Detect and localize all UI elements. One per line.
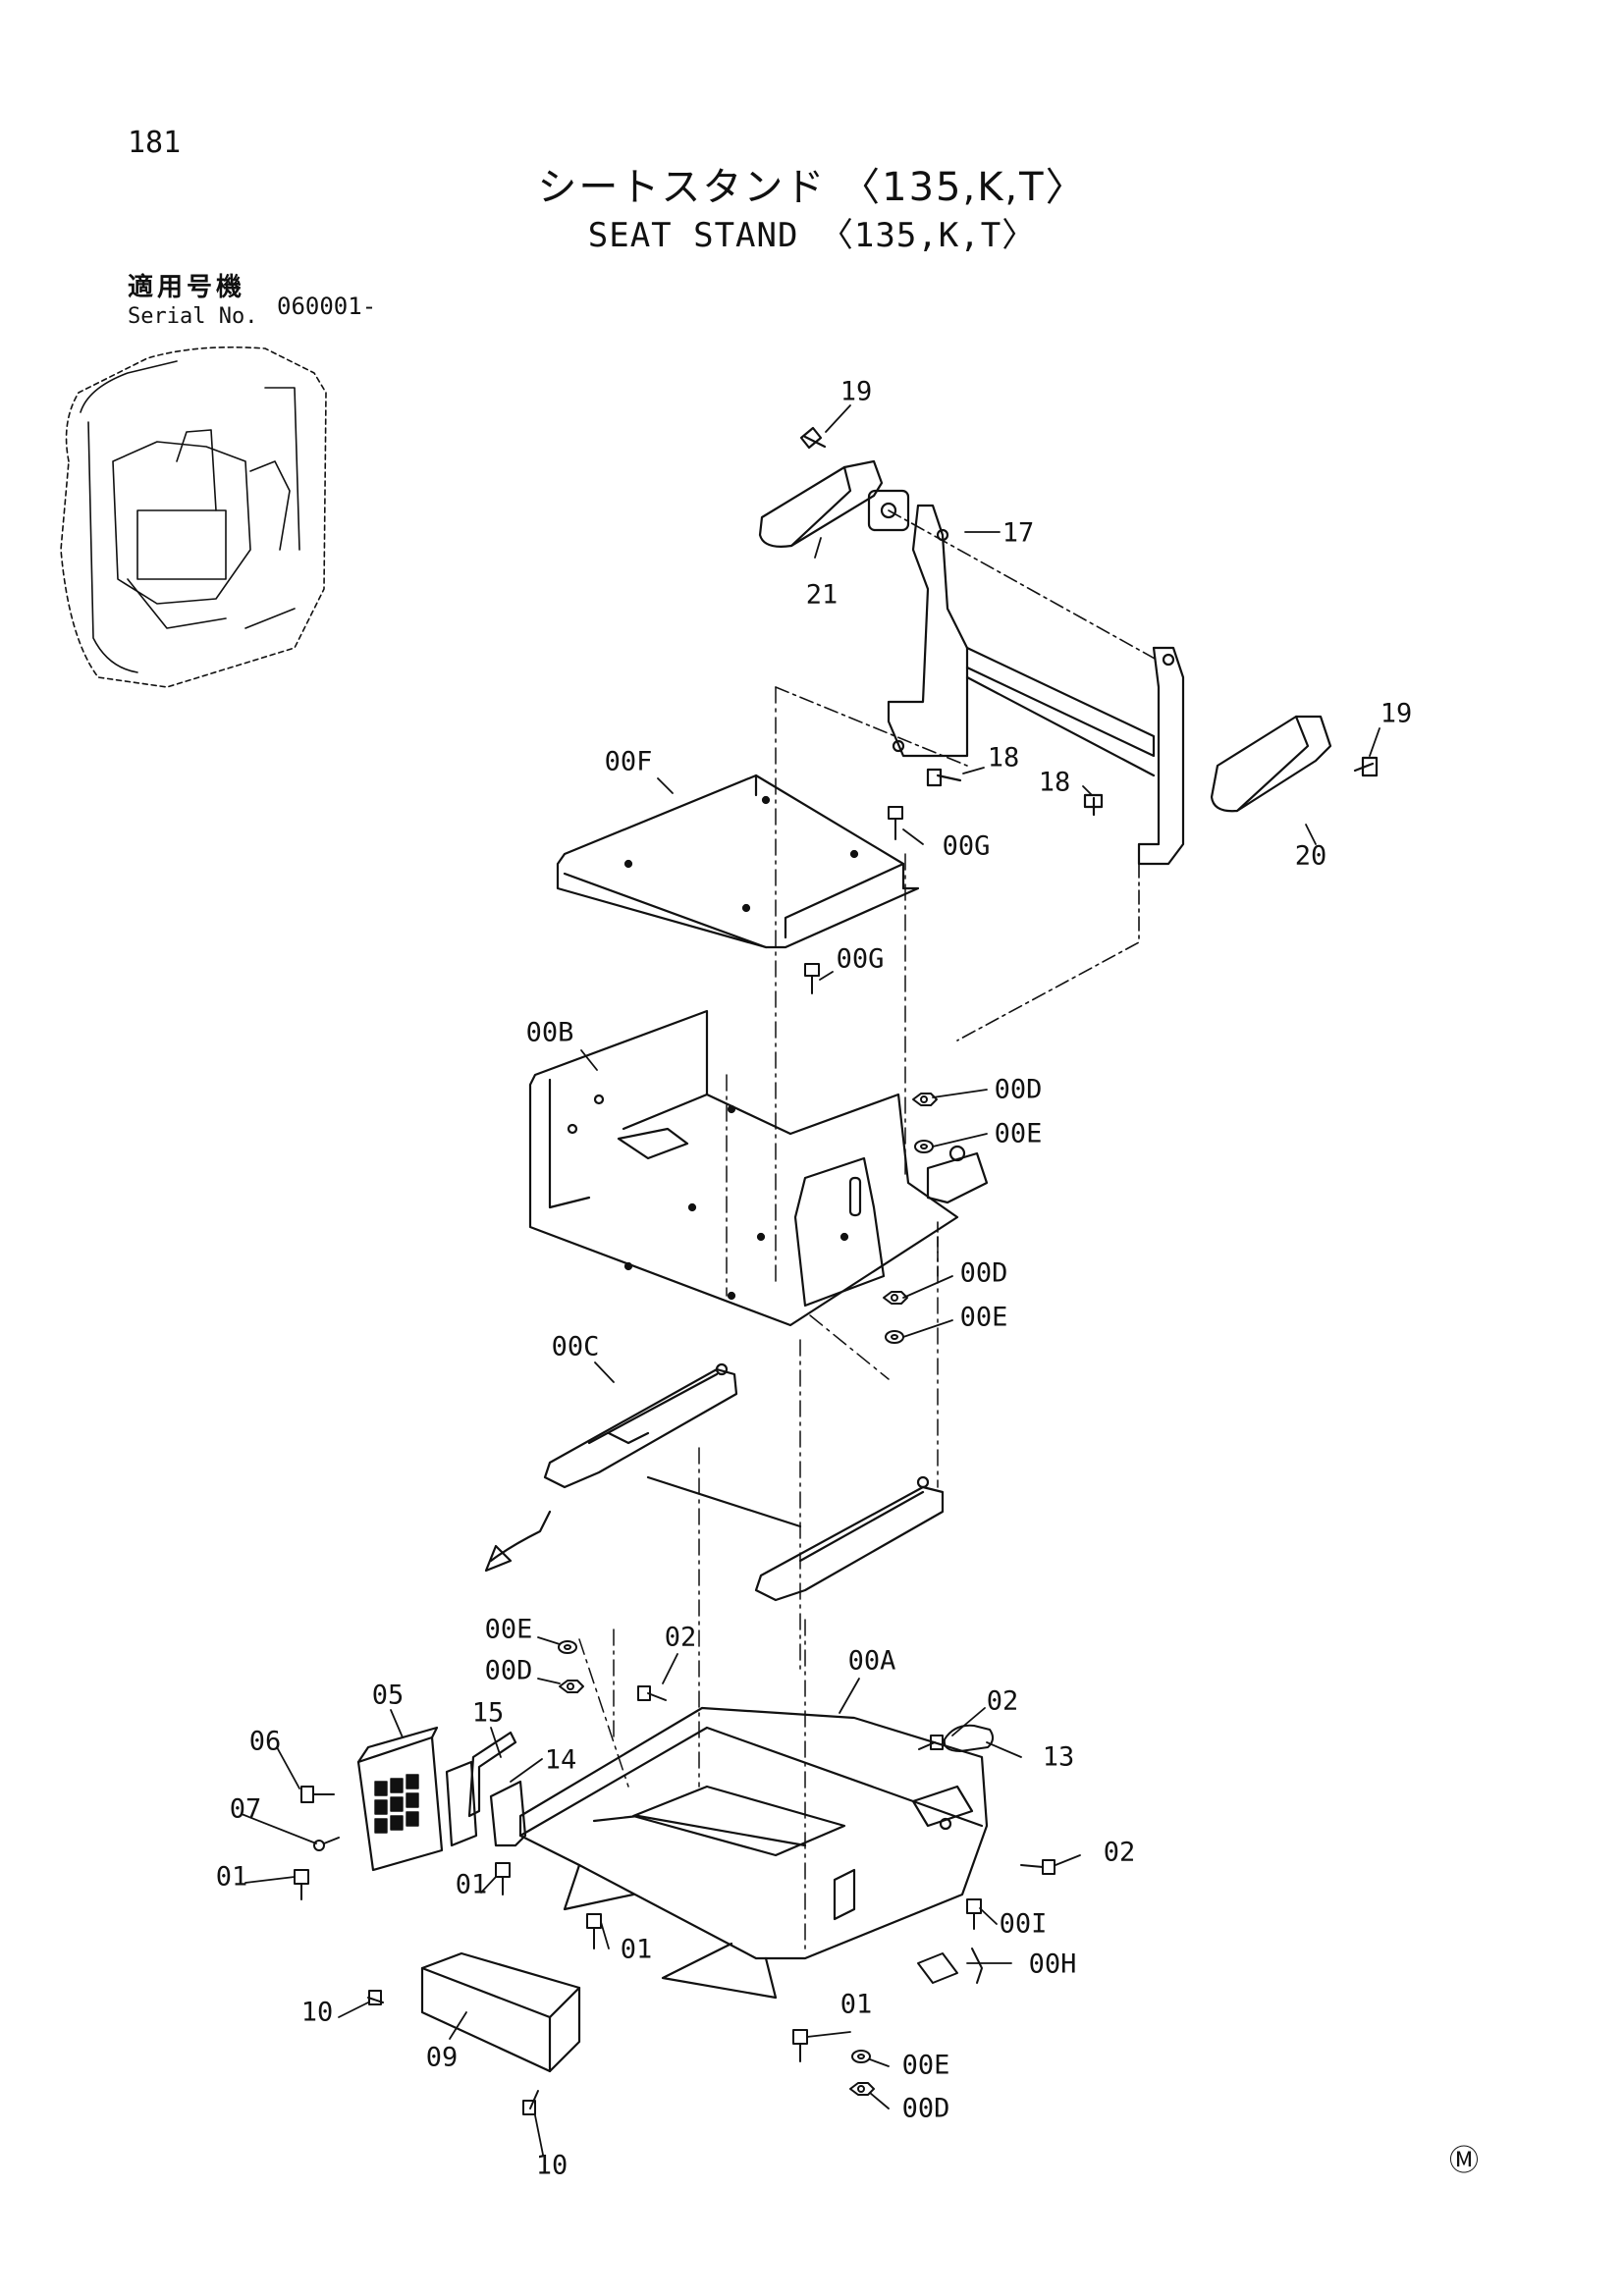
callout-14: 14 bbox=[544, 1744, 577, 1776]
brackets-14-15 bbox=[467, 1731, 527, 1847]
callout-01-4: 01 bbox=[839, 1989, 873, 2020]
base-00A bbox=[518, 1706, 989, 2000]
callout-00D-1: 00D bbox=[994, 1074, 1043, 1105]
serial-label-en: Serial No. bbox=[128, 304, 258, 329]
callout-00E-3: 00E bbox=[484, 1614, 533, 1645]
callout-21: 21 bbox=[805, 579, 839, 611]
callout-17: 17 bbox=[1001, 517, 1035, 549]
callout-10-2: 10 bbox=[535, 2150, 568, 2181]
callout-02-3: 02 bbox=[1103, 1837, 1136, 1868]
callout-01-1: 01 bbox=[215, 1861, 248, 1893]
armrest-assembly bbox=[758, 426, 1379, 1041]
serial-label-jp: 適用号機 bbox=[128, 273, 246, 302]
grille-05 bbox=[356, 1726, 478, 1872]
callout-13: 13 bbox=[1042, 1741, 1075, 1773]
callout-15: 15 bbox=[471, 1697, 505, 1729]
callout-02-1: 02 bbox=[664, 1622, 697, 1653]
page-number: 181 bbox=[128, 126, 182, 160]
callout-00E-2: 00E bbox=[959, 1302, 1008, 1333]
leader-lines bbox=[241, 404, 1380, 2156]
callout-00D-3: 00D bbox=[484, 1655, 533, 1686]
frame-00B bbox=[528, 1009, 989, 1327]
callout-18-right: 18 bbox=[1038, 767, 1071, 798]
hardware-symbols bbox=[294, 806, 1056, 2115]
callout-00I: 00I bbox=[999, 1908, 1048, 1940]
m-mark-icon: Ⓜ bbox=[1449, 2144, 1479, 2178]
callout-20: 20 bbox=[1294, 840, 1327, 872]
callout-07: 07 bbox=[229, 1793, 262, 1825]
callout-00E-4: 00E bbox=[901, 2050, 950, 2081]
callout-09: 09 bbox=[425, 2042, 459, 2073]
callout-05: 05 bbox=[371, 1680, 405, 1711]
callout-06: 06 bbox=[248, 1726, 282, 1757]
page-title-en: SEAT STAND 〈135,K,T〉 bbox=[587, 216, 1037, 255]
plate-00F bbox=[556, 774, 920, 949]
callout-00C: 00C bbox=[551, 1331, 600, 1362]
callout-00A: 00A bbox=[847, 1645, 896, 1677]
callout-00G-mid: 00G bbox=[836, 943, 885, 975]
slide-rails-00C bbox=[484, 1362, 945, 1602]
callout-01-3: 01 bbox=[620, 1934, 653, 1965]
callout-19-top: 19 bbox=[839, 376, 873, 407]
callout-00D-4: 00D bbox=[901, 2093, 950, 2124]
callout-00H: 00H bbox=[1028, 1949, 1077, 1980]
page-title-jp: シートスタンド 〈135,K,T〉 bbox=[537, 165, 1087, 210]
callout-01-2: 01 bbox=[455, 1869, 488, 1900]
callout-00B: 00B bbox=[525, 1017, 574, 1048]
callout-00F: 00F bbox=[604, 746, 653, 777]
callout-00D-2: 00D bbox=[959, 1257, 1008, 1289]
callout-02-2: 02 bbox=[986, 1685, 1019, 1717]
serial-value: 060001- bbox=[277, 293, 377, 320]
callout-19-right: 19 bbox=[1380, 698, 1413, 729]
callout-00G-top: 00G bbox=[942, 830, 991, 862]
construction-lines bbox=[578, 686, 939, 1954]
callout-00E-1: 00E bbox=[994, 1118, 1043, 1149]
cab-thumbnail bbox=[60, 346, 327, 688]
tray-09 bbox=[420, 1951, 581, 2073]
callout-18-left: 18 bbox=[987, 742, 1020, 774]
callout-10-1: 10 bbox=[300, 1997, 334, 2028]
